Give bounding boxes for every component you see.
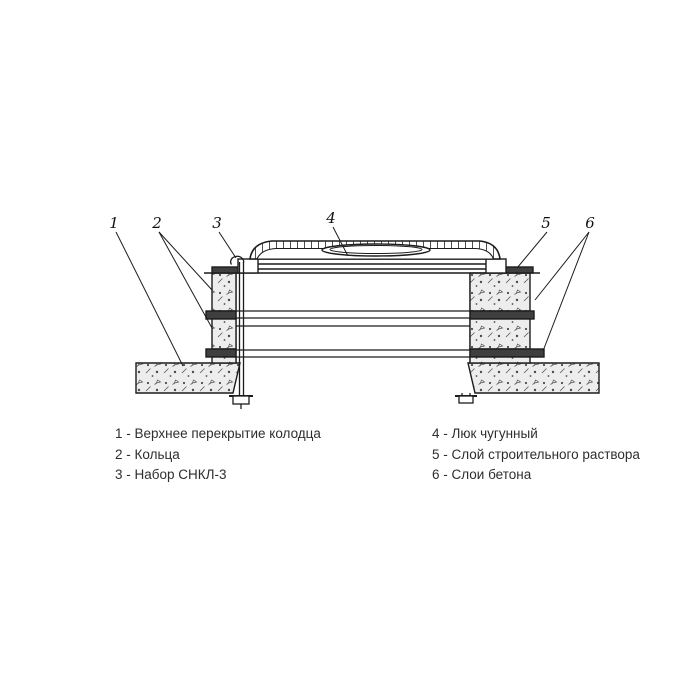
legend-item-4: 4 - Люк чугунный xyxy=(432,426,538,441)
legend-item-1: 1 - Верхнее перекрытие колодца xyxy=(115,426,321,441)
leader-lines xyxy=(115,226,590,367)
callout-5: 5 xyxy=(541,214,551,232)
cover-frame xyxy=(204,258,540,274)
ring-wall-right xyxy=(469,272,545,364)
mortar-joint xyxy=(205,310,237,320)
legend-right-column: 4 - Люк чугунный 5 - Слой строительного … xyxy=(432,424,640,486)
leader-1 xyxy=(115,231,184,367)
mortar-layer-right xyxy=(504,266,534,274)
top-slab-left-wing xyxy=(135,362,241,394)
mortar-joint xyxy=(205,348,237,358)
legend-item-3: 3 - Набор СНКЛ-3 xyxy=(115,467,227,482)
leader-2a xyxy=(158,231,213,291)
top-slab xyxy=(135,362,600,394)
callout-1: 1 xyxy=(109,214,119,232)
well-barrel xyxy=(235,273,471,363)
legend-item-5: 5 - Слой строительного раствора xyxy=(432,446,640,462)
bolt-nut xyxy=(232,395,250,405)
mortar-layer-left xyxy=(211,266,240,274)
callout-6: 6 xyxy=(585,214,595,232)
callout-3: 3 xyxy=(212,214,222,232)
top-slab-right-wing xyxy=(467,362,600,394)
cover-recess-inner xyxy=(329,245,423,254)
leader-4 xyxy=(332,226,349,257)
mortar-joint xyxy=(469,310,535,320)
callout-4: 4 xyxy=(325,209,336,227)
legend-item-2: 2 - Кольца xyxy=(115,446,180,462)
legend-item-6: 6 - Слои бетона xyxy=(432,467,532,482)
leader-6a xyxy=(534,231,590,301)
leader-3 xyxy=(218,231,237,259)
callout-2: 2 xyxy=(151,214,162,232)
manhole-cover xyxy=(249,240,501,260)
ring-wall-left xyxy=(205,272,237,364)
anchor-bolt xyxy=(229,255,253,409)
anchor-nut-right xyxy=(455,393,477,404)
legend-left-column: 1 - Верхнее перекрытие колодца 2 - Кольц… xyxy=(115,424,321,486)
mortar-joint xyxy=(469,348,545,358)
leader-5 xyxy=(516,231,548,269)
bolt-hook xyxy=(230,255,245,265)
leader-2b xyxy=(158,231,213,329)
leader-6b xyxy=(542,231,590,352)
callout-numbers: 1 2 3 4 5 6 xyxy=(109,209,595,232)
